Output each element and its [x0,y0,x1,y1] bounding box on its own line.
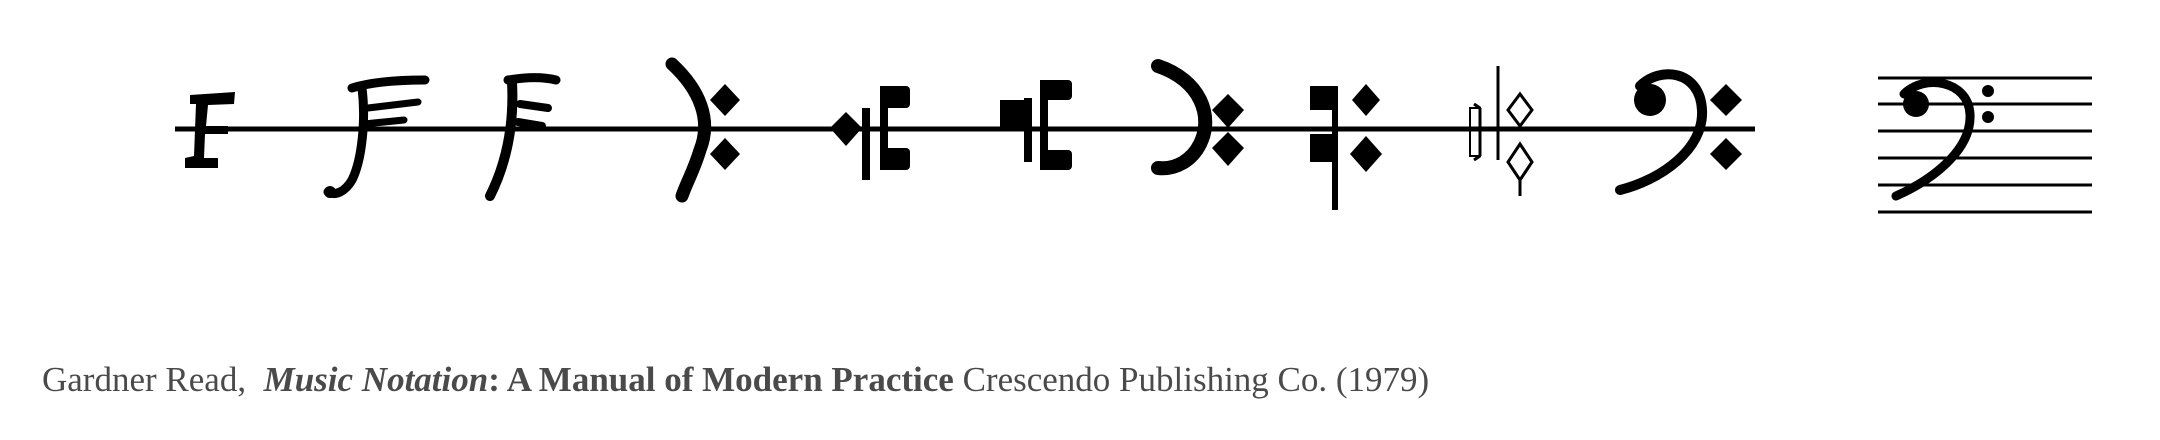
f-clef-glyph-6 [1000,80,1072,170]
f-clef-glyph-10 [1615,69,1742,195]
citation-publisher: Crescendo Publishing Co. (1979) [962,360,1430,399]
citation-title-rest: : A Manual of Modern Practice [488,360,954,399]
citation-author: Gardner Read, [42,360,247,399]
f-clef-glyph-8 [1310,84,1382,210]
f-clef-glyph-3 [485,73,561,201]
f-clef-glyph-4 [665,57,740,203]
f-clef-glyph-5 [830,86,910,180]
bass-clef-staff [1878,76,2092,214]
f-clef-evolution-figure [175,57,2092,214]
figure-citation: Gardner Read, Music Notation: A Manual o… [42,360,1429,400]
f-clef-glyph-7 [1151,59,1244,176]
f-clef-glyph-2 [323,75,430,198]
f-clef-glyph-1 [185,92,235,168]
f-clef-glyph-9 [1469,66,1534,196]
citation-title-italic: Music Notation [263,360,489,399]
